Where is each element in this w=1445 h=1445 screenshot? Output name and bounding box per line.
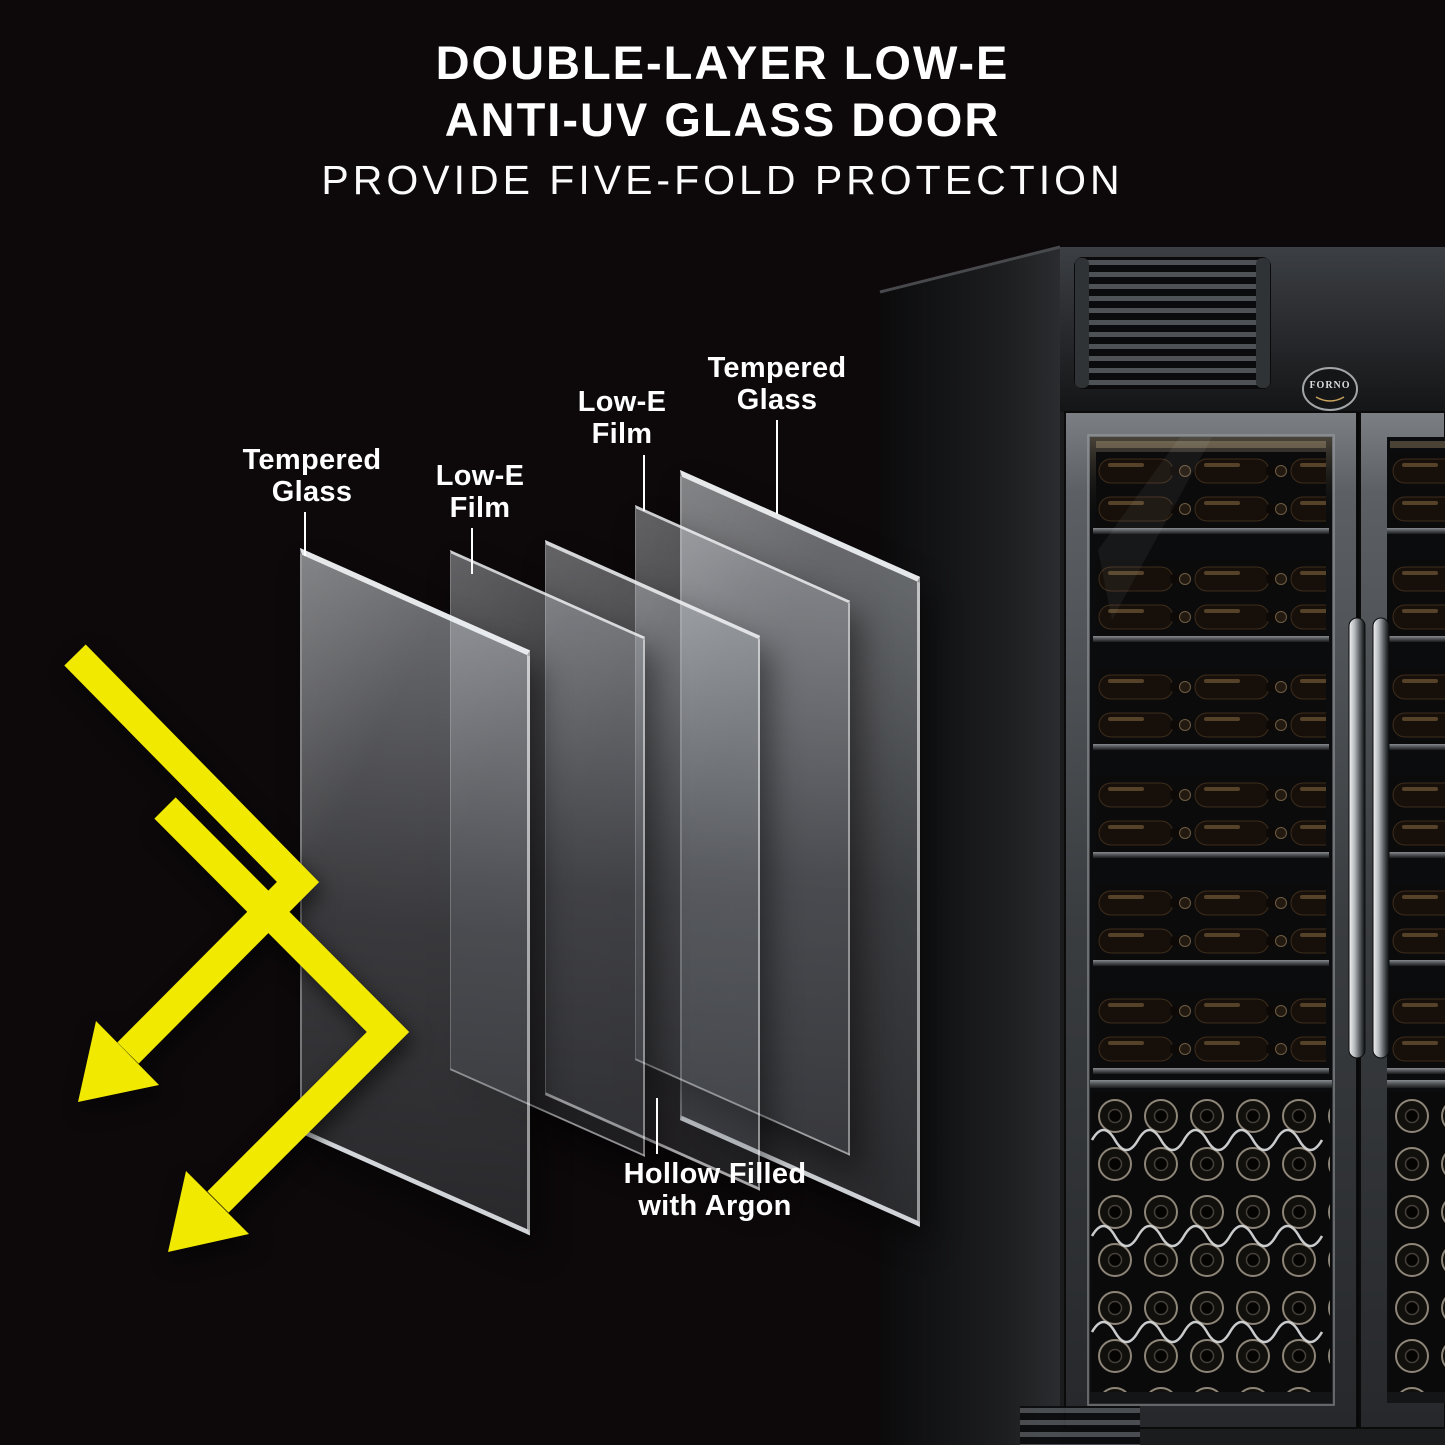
- section-divider: [1090, 1080, 1332, 1088]
- label-lowe-film-right: Low-E Film: [512, 386, 732, 451]
- label-tempered-glass-right: Tempered Glass: [667, 352, 887, 417]
- section-divider: [1387, 1080, 1445, 1088]
- door-handle-left: [1348, 617, 1366, 1059]
- wave-rack: [1090, 1224, 1324, 1248]
- uv-ray-beam-1: [64, 644, 320, 1064]
- shelf-rail: [1093, 528, 1329, 534]
- title-line-2: ANTI-UV GLASS DOOR: [444, 93, 1001, 147]
- interior-light: [1390, 441, 1445, 448]
- base-vent: [1020, 1406, 1140, 1445]
- wine-shelf-row: [1096, 776, 1326, 852]
- label-line: Low-E: [577, 386, 667, 418]
- title-block: DOUBLE-LAYER LOW-E ANTI-UV GLASS DOOR PR…: [0, 34, 1445, 204]
- shelf-rail: [1093, 1068, 1329, 1074]
- shelf-rail: [1093, 636, 1329, 642]
- title-line-1: DOUBLE-LAYER LOW-E: [435, 36, 1010, 89]
- brand-badge-flourish: [1315, 396, 1345, 402]
- brand-badge: FORNO: [1302, 367, 1358, 411]
- label-line: Film: [449, 492, 511, 525]
- shelf-rail: [1093, 960, 1329, 966]
- label-lowe-film-left: Low-E Film: [370, 460, 590, 525]
- wine-cooler-image: FORNO: [879, 245, 1445, 1445]
- label-line: with Argon: [638, 1190, 792, 1223]
- bottle-rack-grid: [1389, 1092, 1445, 1392]
- uv-ray-arrowhead-2: [168, 1171, 249, 1252]
- wine-shelf-row: [1096, 668, 1326, 744]
- wine-shelf-row: [1096, 452, 1326, 528]
- wave-rack: [1090, 1128, 1324, 1152]
- wave-rack: [1090, 1320, 1324, 1344]
- shelf-rail: [1093, 744, 1329, 750]
- page-subtitle: PROVIDE FIVE-FOLD PROTECTION: [321, 156, 1124, 203]
- label-tempered-glass-left: Tempered Glass: [202, 444, 422, 509]
- label-line: Glass: [736, 384, 818, 417]
- pointer-line-tempered-right: [776, 420, 778, 514]
- pointer-line-lowe-left: [471, 528, 473, 574]
- vent-grille: [1074, 257, 1271, 389]
- wine-shelf-row: [1390, 992, 1445, 1068]
- pointer-line-tempered-left: [304, 512, 306, 556]
- label-line: Tempered: [242, 444, 382, 476]
- wine-shelf-row: [1096, 560, 1326, 636]
- uv-ray-beam-2: [154, 797, 410, 1213]
- page-title: DOUBLE-LAYER LOW-E ANTI-UV GLASS DOOR: [0, 34, 1445, 149]
- label-line: Hollow Filled: [623, 1158, 807, 1190]
- label-argon-gap: Hollow Filled with Argon: [585, 1158, 845, 1223]
- wine-shelf-row: [1390, 560, 1445, 636]
- wine-shelf-row: [1096, 884, 1326, 960]
- left-door-interior: [1090, 437, 1332, 1403]
- wine-shelf-row: [1390, 884, 1445, 960]
- glass-reflection: [1098, 437, 1212, 620]
- label-line: Low-E: [435, 460, 525, 492]
- cabinet-side-panel: [880, 247, 1060, 1445]
- wine-shelf-row: [1390, 452, 1445, 528]
- cabinet-top-edge: [879, 245, 1061, 294]
- label-line: Film: [591, 418, 653, 451]
- shelf-rail: [1093, 852, 1329, 858]
- door-handles: [1348, 617, 1390, 1059]
- pointer-line-argon: [656, 1098, 658, 1154]
- uv-ray-arrowhead-1: [78, 1021, 159, 1102]
- wine-shelf-row: [1096, 992, 1326, 1068]
- door-handle-right: [1372, 617, 1390, 1059]
- label-line: Tempered: [707, 352, 847, 384]
- label-line: Glass: [271, 476, 353, 509]
- wine-shelf-row: [1390, 776, 1445, 852]
- wine-shelf-row: [1390, 668, 1445, 744]
- pointer-line-lowe-right: [643, 455, 645, 511]
- brand-badge-text: FORNO: [1309, 380, 1350, 391]
